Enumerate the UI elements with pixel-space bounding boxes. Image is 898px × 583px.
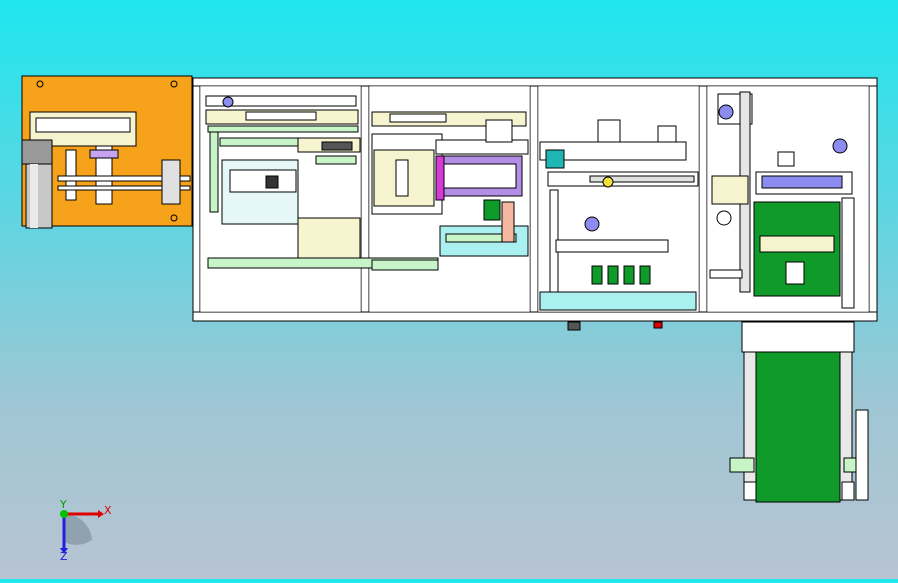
- y-axis-dot: [60, 510, 68, 518]
- station-1: [205, 95, 439, 269]
- station-3: [539, 119, 699, 311]
- motor-plate: [21, 75, 193, 229]
- station-4: [709, 91, 855, 309]
- z-axis-label: Z: [60, 550, 68, 563]
- triad-shading: [64, 513, 92, 545]
- coordinate-triad[interactable]: X Y Z: [59, 498, 112, 563]
- frame-fittings: [567, 321, 663, 331]
- y-axis-label: Y: [59, 498, 67, 511]
- station-2: [371, 111, 529, 271]
- output-conveyor: [729, 321, 869, 503]
- x-axis-label: X: [104, 504, 112, 517]
